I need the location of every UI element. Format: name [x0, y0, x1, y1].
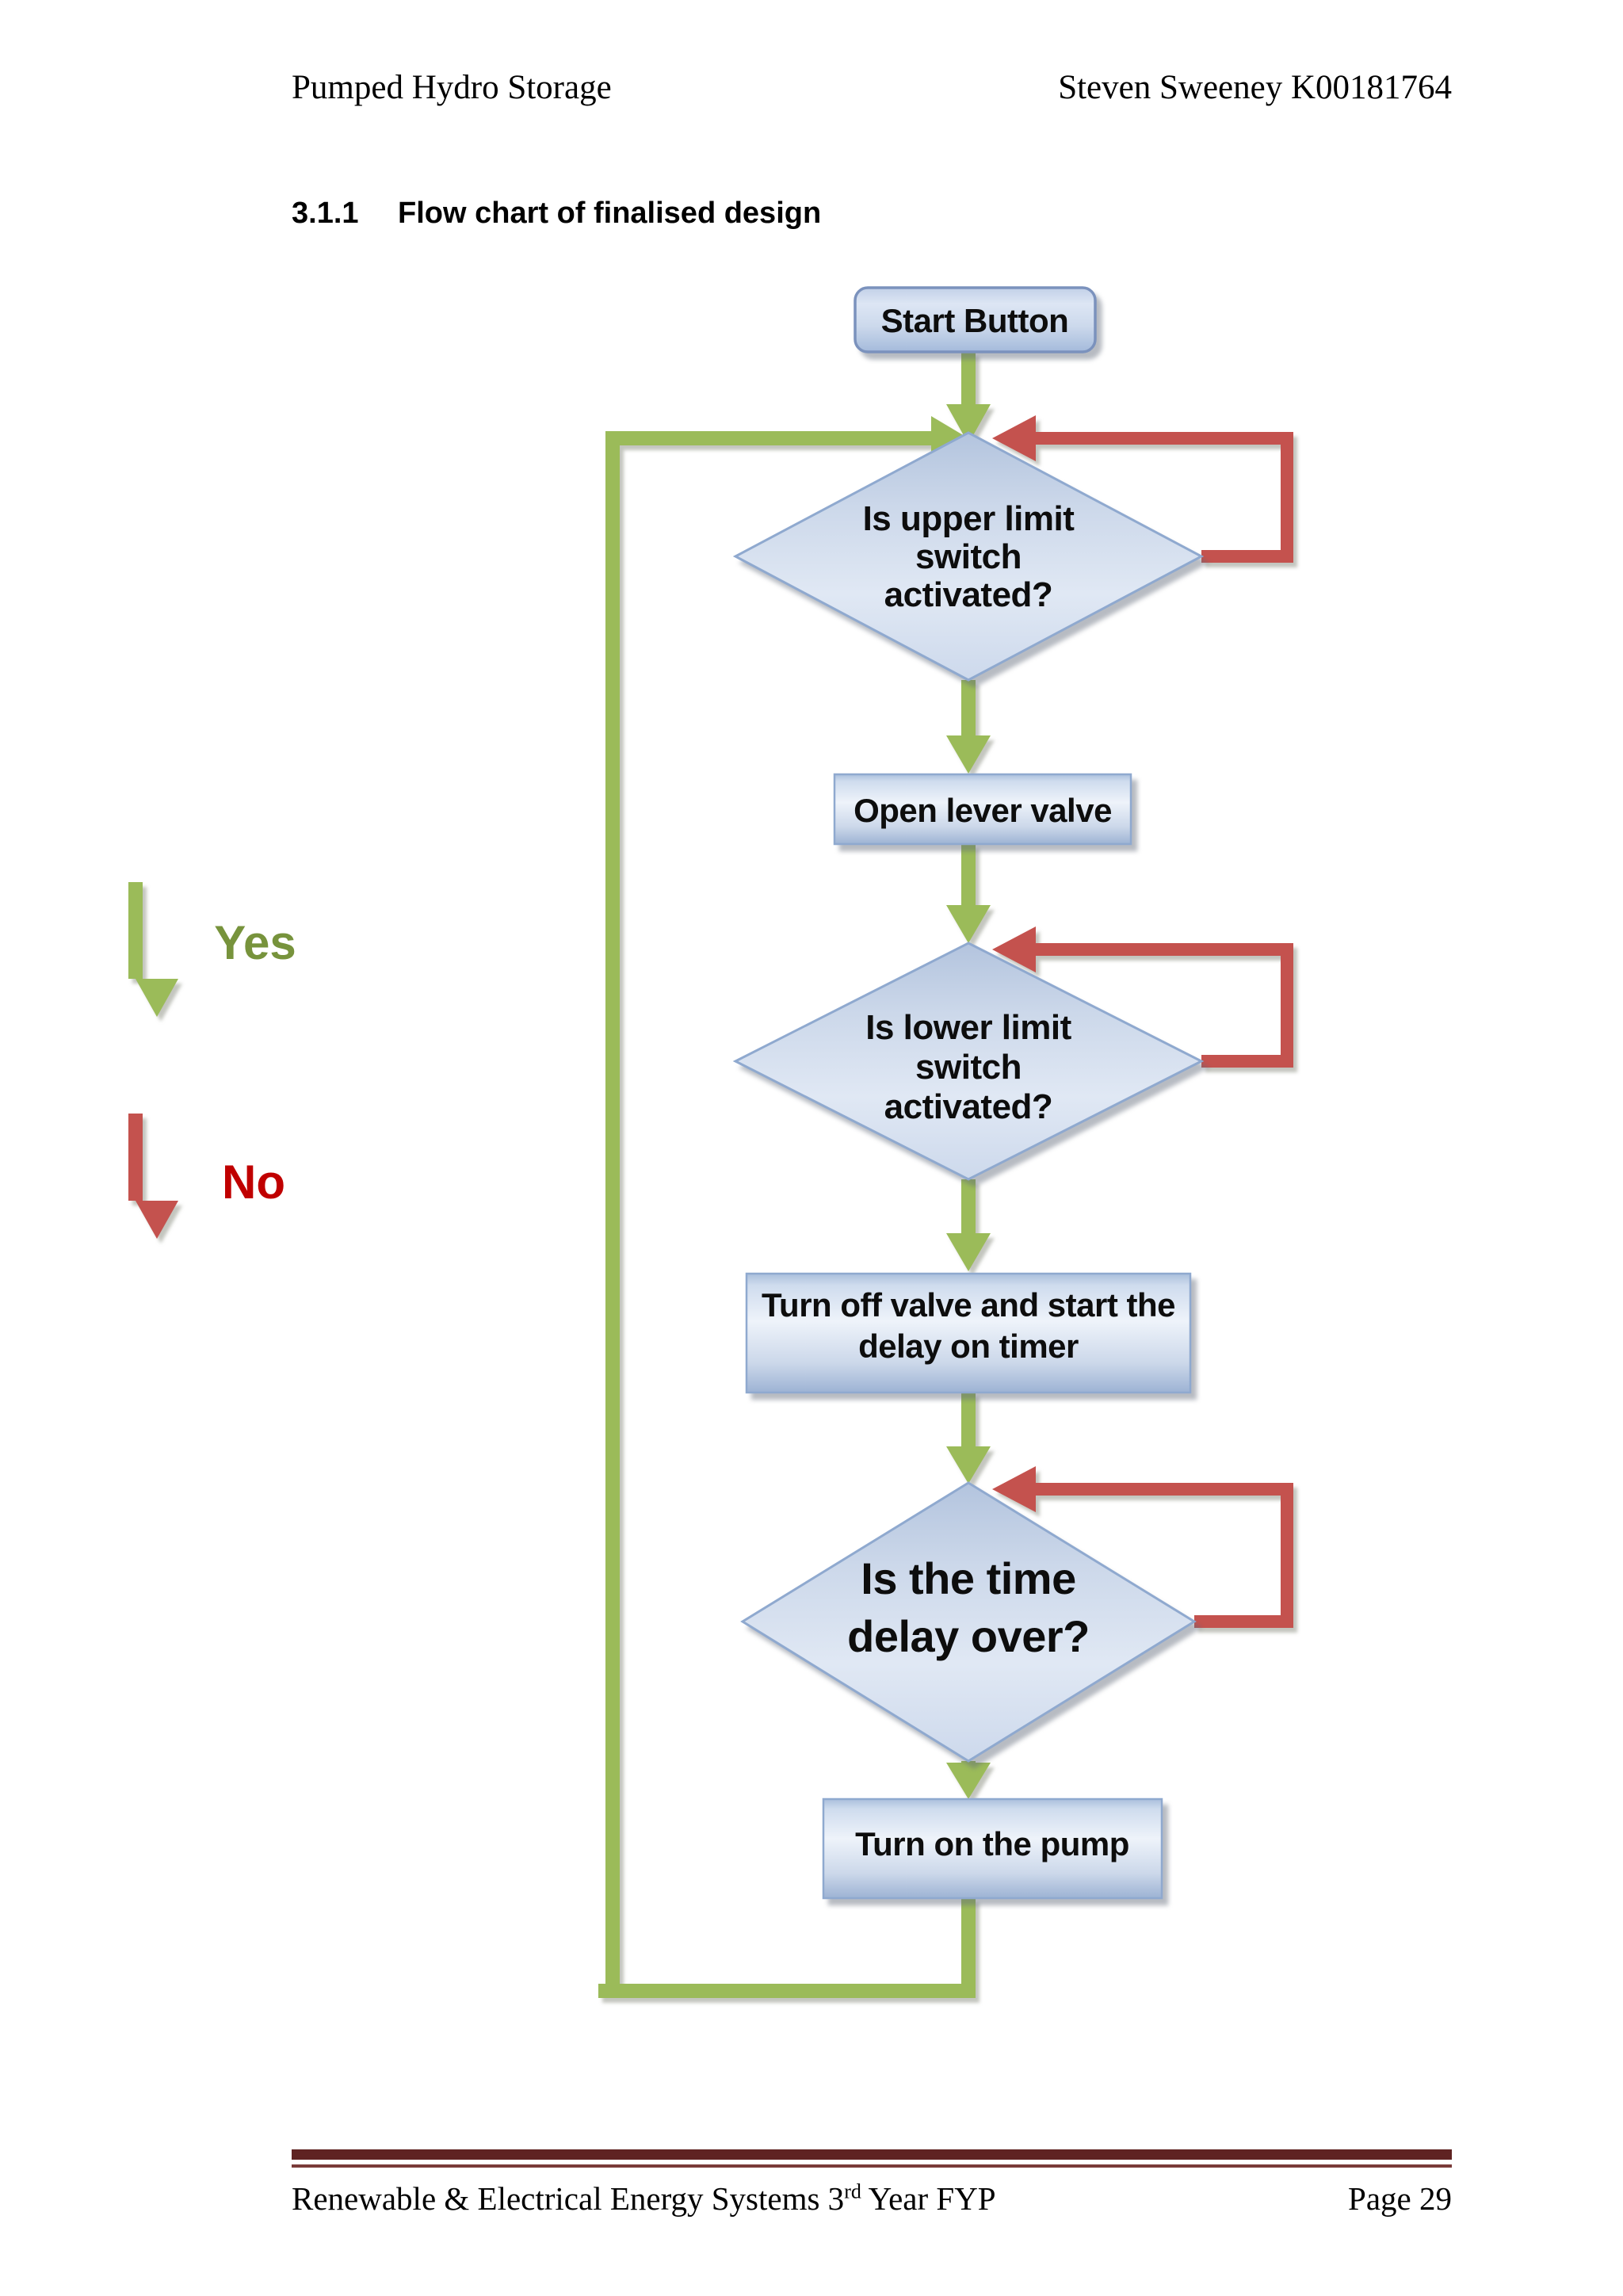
decision-time-delay-label: delay over? — [847, 1611, 1090, 1661]
footer-course: Renewable & Electrical Energy Systems 3r… — [292, 2179, 996, 2217]
process-turn-off-valve — [745, 1272, 1192, 1394]
section-title: Flow chart of finalised design — [398, 197, 822, 230]
no-loop-time-delay — [992, 1466, 1293, 1628]
decision-lower-limit-label: Is lower limit — [865, 1008, 1071, 1047]
decision-upper-limit-label: Is upper limit — [863, 499, 1075, 538]
process-turn-on-pump — [822, 1797, 1163, 1900]
start-node — [854, 286, 1097, 353]
yes-arrowhead-icon — [946, 1763, 991, 1799]
yes-arrowhead-icon — [946, 404, 991, 444]
footer-rule-thin — [292, 2164, 1452, 2168]
page-header: Pumped Hydro Storage Steven Sweeney K001… — [292, 68, 1452, 107]
section-heading: 3.1.1 Flow chart of finalised design — [292, 197, 821, 231]
legend-no-label: No — [222, 1156, 285, 1209]
decision-time-delay-label: Is the time — [861, 1553, 1075, 1603]
decision-time-delay — [740, 1481, 1197, 1763]
process-open-valve-label: Open lever valve — [854, 792, 1112, 829]
legend-no-arrow-icon — [128, 1114, 178, 1239]
process-open-valve — [833, 773, 1132, 846]
yes-arrowhead-icon — [946, 1233, 991, 1271]
footer-rule-thick — [292, 2149, 1452, 2160]
no-arrowhead-icon — [992, 415, 1036, 461]
yes-connectors — [946, 352, 991, 1799]
legend-yes-arrow-icon — [128, 882, 178, 1017]
no-loop-lower-limit — [992, 926, 1293, 1068]
decision-upper-limit-label: activated? — [884, 575, 1053, 614]
header-author: Steven Sweeney K00181764 — [1058, 69, 1452, 106]
yes-arrowhead-icon — [946, 1446, 991, 1484]
no-arrowhead-icon — [992, 926, 1036, 972]
decision-upper-limit-label: switch — [915, 537, 1022, 576]
legend-yes-label: Yes — [214, 916, 296, 969]
no-arrowhead-icon — [992, 1466, 1036, 1512]
start-node-label: Start Button — [881, 302, 1069, 339]
yes-arrowhead-icon — [946, 905, 991, 943]
yes-arrowhead-icon — [946, 735, 991, 774]
no-loop-upper-limit — [992, 415, 1293, 563]
header-title: Pumped Hydro Storage — [292, 69, 612, 106]
footer-ordinal-sup: rd — [844, 2179, 861, 2203]
page-footer: Renewable & Electrical Energy Systems 3r… — [292, 2179, 1452, 2218]
process-turn-on-pump-label: Turn on the pump — [855, 1825, 1129, 1862]
process-turn-off-valve-label: delay on timer — [858, 1328, 1079, 1365]
section-number: 3.1.1 — [292, 197, 359, 230]
decision-lower-limit-label: switch — [915, 1048, 1022, 1087]
footer-page-number: Page 29 — [1348, 2180, 1452, 2217]
decision-lower-limit — [732, 942, 1205, 1181]
decision-lower-limit-label: activated? — [884, 1087, 1053, 1126]
process-turn-off-valve-label: Turn off valve and start the — [762, 1286, 1175, 1324]
decision-upper-limit — [732, 431, 1205, 682]
yes-feedback-loop — [598, 416, 976, 1998]
